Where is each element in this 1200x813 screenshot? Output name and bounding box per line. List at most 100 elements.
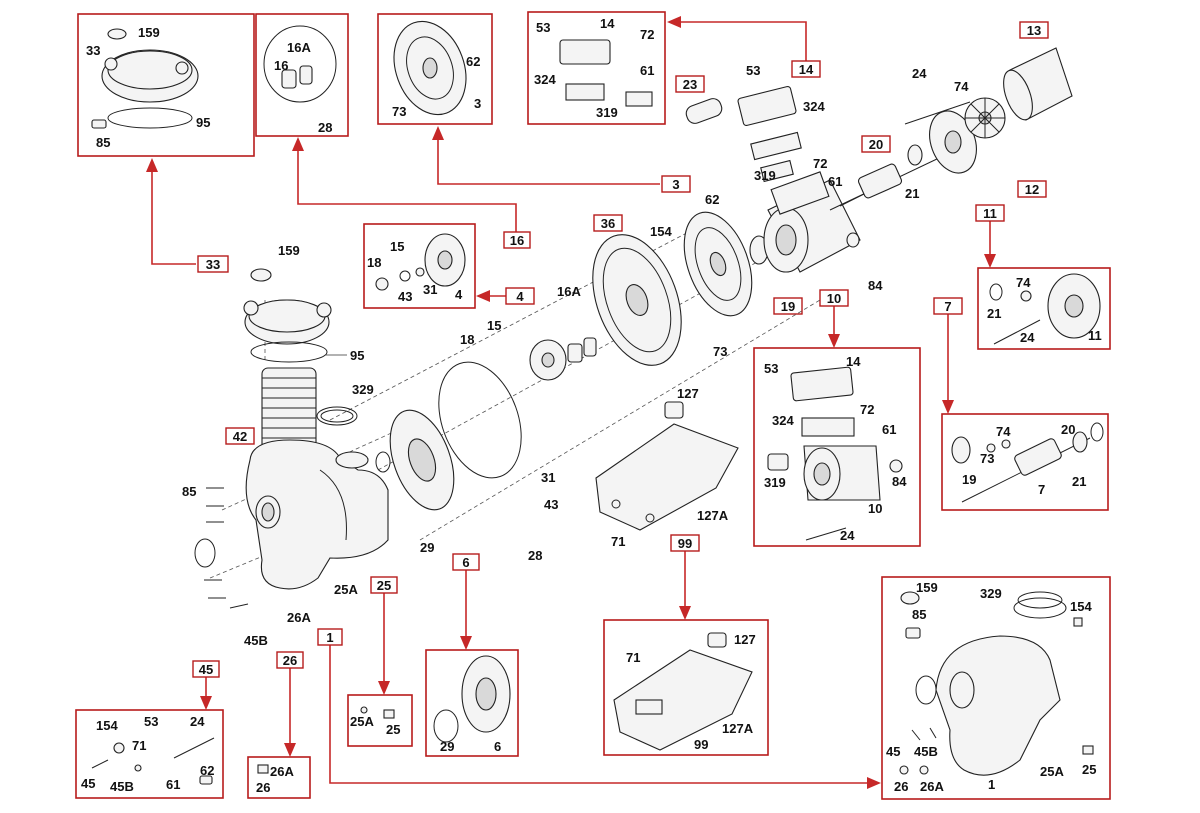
svg-text:7: 7 (1038, 482, 1045, 497)
svg-text:26: 26 (256, 780, 270, 795)
detail-10-content: 53 14 324 72 61 319 84 10 24 (764, 354, 907, 543)
detail-frame-25 (347, 694, 413, 747)
svg-text:62: 62 (705, 192, 719, 207)
svg-text:3: 3 (474, 96, 481, 111)
svg-text:329: 329 (352, 382, 374, 397)
svg-text:11: 11 (1088, 328, 1102, 343)
callout-10: 10 (819, 289, 849, 307)
svg-text:25: 25 (386, 722, 400, 737)
motor-flange-3 (683, 211, 753, 317)
svg-text:95: 95 (350, 348, 364, 363)
svg-text:24: 24 (912, 66, 927, 81)
svg-text:84: 84 (892, 474, 907, 489)
callout-6: 6 (452, 553, 480, 571)
svg-text:31: 31 (541, 470, 555, 485)
callout-45: 45 (192, 660, 220, 678)
svg-text:62: 62 (200, 763, 214, 778)
svg-text:61: 61 (828, 174, 842, 189)
svg-text:12: 12 (1025, 182, 1039, 197)
svg-text:25: 25 (377, 578, 391, 593)
svg-text:25A: 25A (1040, 764, 1064, 779)
svg-text:319: 319 (596, 105, 618, 120)
svg-text:85: 85 (182, 484, 196, 499)
svg-text:24: 24 (840, 528, 855, 543)
svg-text:43: 43 (398, 289, 412, 304)
svg-text:71: 71 (611, 534, 625, 549)
capacitor-23 (685, 98, 723, 124)
svg-text:1: 1 (988, 777, 995, 792)
svg-text:20: 20 (1061, 422, 1075, 437)
svg-text:28: 28 (318, 120, 332, 135)
svg-text:127: 127 (677, 386, 699, 401)
callout-7: 7 (933, 297, 963, 315)
svg-text:154: 154 (1070, 599, 1092, 614)
svg-text:73: 73 (392, 104, 406, 119)
red-arrows (146, 16, 996, 789)
svg-text:24: 24 (190, 714, 205, 729)
svg-text:25A: 25A (334, 582, 358, 597)
svg-text:24: 24 (1020, 330, 1035, 345)
callout-26: 26 (276, 651, 304, 669)
svg-text:29: 29 (420, 540, 434, 555)
svg-text:159: 159 (278, 243, 300, 258)
callout-14: 14 (791, 60, 821, 78)
svg-text:324: 324 (534, 72, 556, 87)
svg-text:16A: 16A (287, 40, 311, 55)
svg-text:14: 14 (799, 62, 814, 77)
svg-text:53: 53 (536, 20, 550, 35)
svg-text:72: 72 (860, 402, 874, 417)
fan-cover-13 (1003, 47, 1073, 121)
callout-4: 4 (505, 287, 535, 305)
detail-45-content: 154 53 24 71 45 45B 61 62 (81, 714, 214, 794)
svg-text:15: 15 (487, 318, 501, 333)
svg-text:16: 16 (510, 233, 524, 248)
svg-text:62: 62 (466, 54, 480, 69)
impeller-4 (529, 339, 567, 381)
detail-16-content: 16A 16 28 (263, 25, 337, 135)
svg-text:26: 26 (283, 653, 297, 668)
svg-text:11: 11 (983, 206, 997, 221)
svg-text:61: 61 (882, 422, 896, 437)
callout-12: 12 (1017, 180, 1047, 198)
callout-99: 99 (670, 534, 700, 552)
svg-text:72: 72 (640, 27, 654, 42)
svg-text:42: 42 (233, 429, 247, 444)
svg-text:43: 43 (544, 497, 558, 512)
detail-11-content: 74 21 24 11 (987, 273, 1102, 345)
svg-text:26A: 26A (287, 610, 311, 625)
svg-text:33: 33 (86, 43, 100, 58)
svg-text:16A: 16A (557, 284, 581, 299)
detail-3-content: 62 73 3 (392, 20, 481, 119)
callout-25: 25 (370, 576, 398, 594)
callout-36: 36 (593, 214, 623, 232)
main-labels: 159 95 329 85 29 28 18 15 31 43 16A 154 … (182, 63, 969, 648)
svg-text:61: 61 (166, 777, 180, 792)
body-bolts (204, 487, 249, 609)
callout-20: 20 (861, 135, 891, 153)
callout-tags: 33 16 3 14 4 36 19 10 7 11 12 13 20 23 4… (192, 21, 1049, 678)
svg-text:4: 4 (455, 287, 463, 302)
detail-frame-26 (247, 756, 311, 799)
svg-text:71: 71 (132, 738, 146, 753)
detail-4-content: 18 15 43 31 4 (367, 233, 466, 304)
diffuser-6 (389, 409, 455, 511)
svg-text:36: 36 (601, 216, 615, 231)
svg-text:71: 71 (626, 650, 640, 665)
detail-33-content: 159 33 95 85 (86, 25, 210, 150)
callout-42: 42 (225, 427, 255, 445)
callout-3: 3 (661, 175, 691, 193)
svg-text:53: 53 (144, 714, 158, 729)
detail-6-content: 29 6 (433, 655, 511, 754)
svg-text:26: 26 (894, 779, 908, 794)
svg-text:159: 159 (916, 580, 938, 595)
svg-text:28: 28 (528, 548, 542, 563)
svg-text:72: 72 (813, 156, 827, 171)
svg-text:154: 154 (96, 718, 118, 733)
svg-text:23: 23 (683, 77, 697, 92)
callout-33: 33 (197, 255, 229, 273)
svg-text:127A: 127A (697, 508, 729, 523)
svg-text:45: 45 (199, 662, 213, 677)
svg-text:159: 159 (138, 25, 160, 40)
svg-text:53: 53 (746, 63, 760, 78)
